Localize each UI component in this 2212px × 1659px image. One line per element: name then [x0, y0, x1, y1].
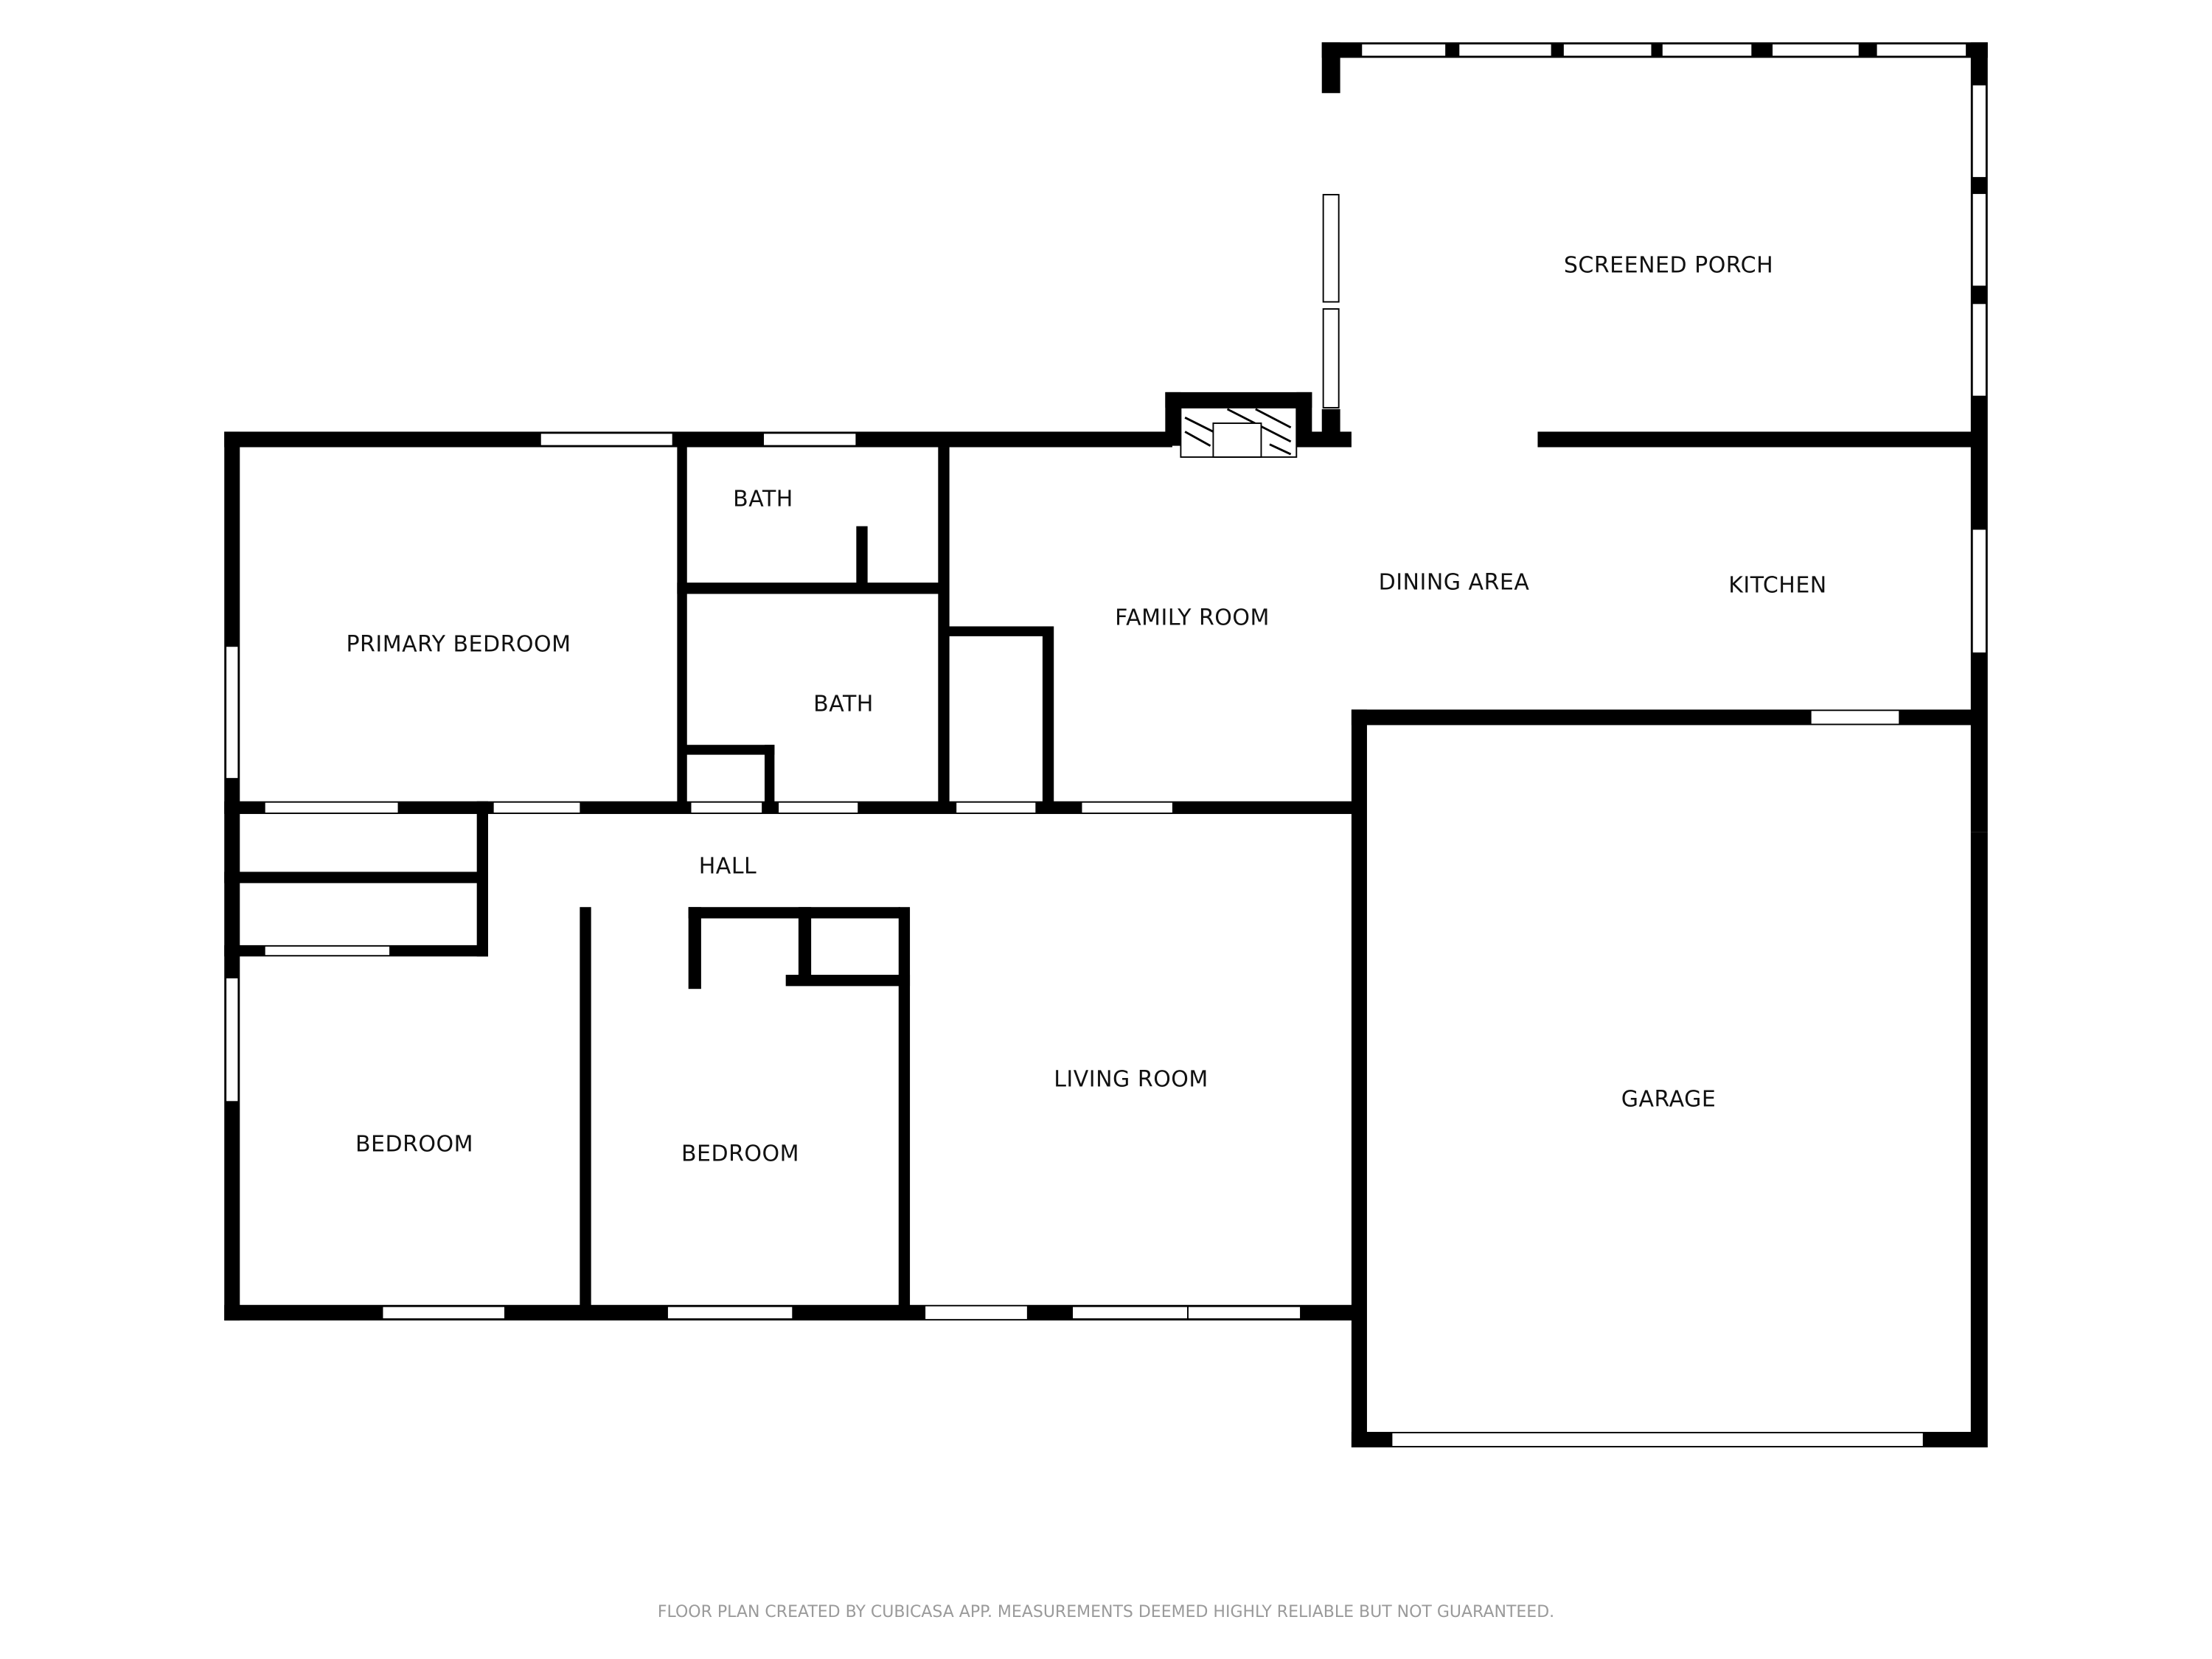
fireplace-icon: [1180, 406, 1298, 458]
room-label-screened-porch: SCREENED PORCH: [1563, 252, 1774, 279]
room-label-dining-area: DINING AREA: [1378, 569, 1530, 596]
windows: [225, 43, 1987, 1320]
room-label-primary-bedroom: PRIMARY BEDROOM: [346, 631, 571, 658]
room-label-living-room: LIVING ROOM: [1054, 1066, 1208, 1093]
room-label-bath: BATH: [733, 486, 793, 512]
room-label-bedroom: BEDROOM: [681, 1141, 800, 1167]
room-label-hall: HALL: [698, 853, 757, 880]
disclaimer-footer: FLOOR PLAN CREATED BY CUBICASA APP. MEAS…: [657, 1603, 1555, 1621]
room-label-kitchen: KITCHEN: [1728, 572, 1827, 599]
room-label-bedroom: BEDROOM: [355, 1131, 474, 1158]
openings: [265, 711, 1923, 1447]
room-label-bath: BATH: [813, 691, 874, 717]
room-label-family-room: FAMILY ROOM: [1115, 605, 1270, 631]
room-label-garage: GARAGE: [1621, 1086, 1717, 1113]
